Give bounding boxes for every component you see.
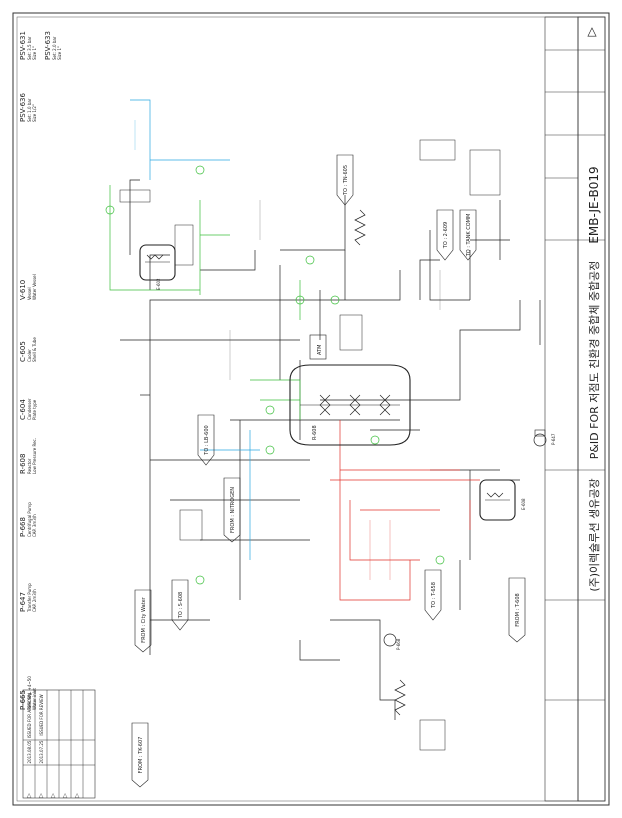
rev-row-2-no: △ — [39, 792, 44, 799]
equip-c605: C-605 Cooler Shell & Tube — [19, 337, 37, 362]
equip-tag: C-605 — [19, 341, 27, 362]
reactor-r608: R-608 — [289, 364, 411, 446]
equip-spec: Low Pressure Rec. — [32, 438, 37, 474]
offpage-tos-label: TO : S-608 — [178, 592, 184, 619]
equip-psv631: PSV-631 Set: 3.5 bar Size 1" — [19, 31, 37, 60]
equip-v610: V-610 Vessel Water Vessel — [19, 274, 37, 300]
pump-p668: P-668 — [383, 633, 401, 650]
equip-tag: P-665 — [19, 690, 27, 710]
equip-spec: CAP. 3m3/h — [32, 514, 37, 537]
offpage-tankcomm-label: TO : TANK COMM — [466, 214, 472, 258]
equip-spec: Centrifugal Pump — [27, 502, 32, 537]
equip-spec: Cooler — [27, 349, 32, 362]
rev-row-1-date: 2013.08.05 — [27, 740, 32, 763]
vessel-atm: ATM — [309, 334, 327, 360]
equip-tag: PSV-631 — [19, 31, 27, 60]
rev-row-5-no: △ — [75, 792, 80, 799]
exchanger-e608-tag: E-608 — [521, 498, 526, 510]
equip-tag: P-647 — [19, 592, 27, 612]
rev-row-3-no: △ — [51, 792, 56, 799]
exchanger-e602-tag: E-602 — [156, 278, 161, 290]
equip-p668: P-668 Centrifugal Pump CAP. 3m3/h — [19, 502, 37, 537]
rev-triangle-top: △ — [587, 24, 597, 38]
offpage-tn: TO : TN-605 — [336, 154, 354, 206]
equip-spec: Plate type — [32, 399, 37, 420]
equip-spec: Size 1" — [32, 46, 37, 60]
outer-border — [12, 12, 610, 806]
offpage-fromtk: FROM : TK-607 — [131, 722, 149, 788]
equip-spec: Shell & Tube — [32, 337, 37, 362]
process-lines — [109, 99, 541, 720]
equip-psv633: PSV-633 Set: 2.0 bar Size 1" — [44, 31, 62, 60]
equip-spec: Vessel — [27, 287, 32, 300]
exchanger-e608: E-608 — [479, 479, 526, 521]
equip-spec: Size 1" — [57, 46, 62, 60]
pump-p647: P-647 — [533, 429, 556, 447]
equip-spec: Set: 1.0 bar — [27, 98, 32, 122]
company-name: (주)이렉슐루션 생유공장 — [588, 478, 601, 591]
equip-p665: P-665 Tank Stg. +4~50 Water inlet — [19, 676, 37, 711]
equip-p647: P-647 Transfer Pump CAP. 2m3/h — [19, 583, 37, 613]
revision-table — [17, 690, 607, 801]
offpage-connectors: TO : TN-605 TO : TANK COMM TO : 2-609 TO… — [131, 154, 526, 788]
offpage-to2: TO : 2-609 — [436, 209, 454, 261]
reactor-tag: R-608 — [312, 425, 318, 440]
offpage-tn-label: TO : TN-605 — [343, 165, 349, 196]
equip-spec: CAP. 2m3/h — [32, 589, 37, 612]
offpage-fromtk-label: FROM : TK-607 — [138, 737, 144, 774]
equip-spec: Tank Stg. +4~50 — [27, 676, 32, 711]
exchanger-e602: E-602 — [139, 244, 176, 290]
offpage-tot-label: TO : T-658 — [431, 582, 437, 609]
offpage-tos: TO : S-608 — [171, 579, 189, 631]
offpage-to2-label: TO : 2-609 — [443, 222, 449, 249]
offpage-tot: TO : T-658 — [424, 569, 442, 621]
equip-spec: Water inlet — [32, 688, 37, 710]
rev-row-1-no: △ — [27, 792, 32, 799]
rev-row-4-no: △ — [63, 792, 68, 799]
atm-label: ATM — [317, 345, 323, 355]
offpage-tankcomm: TO : TANK COMM — [459, 209, 477, 261]
drawing-title: P&ID FOR 저점도 친환경 중합체 중합공정 — [588, 261, 601, 460]
rev-row-1-desc: ISSUED FOR APPROVAL — [27, 691, 32, 738]
equip-c604: C-604 Condenser Plate type — [19, 398, 37, 420]
equip-spec: Transfer Pump — [27, 583, 32, 613]
offpage-fromt-label: FROM : T-608 — [515, 593, 521, 626]
equip-psv636: PSV-636 Set: 1.0 bar Size 1/2" — [19, 93, 37, 122]
pump2-tag: P-668 — [396, 638, 401, 650]
offpage-fromn2-label: FROM : NITROGEN — [230, 487, 236, 533]
offpage-tolb-label: TO : LB-600 — [204, 425, 210, 455]
equipment-list: P-665 Tank Stg. +4~50 Water inlet P-647 … — [19, 31, 62, 711]
equip-tag: P-668 — [19, 517, 27, 537]
drawing-number: EMB-JE-B019 — [587, 166, 601, 243]
equip-spec: Reactor — [27, 458, 32, 474]
equip-spec: Set: 2.0 bar — [52, 36, 57, 60]
equip-spec: Set: 3.5 bar — [27, 36, 32, 60]
line-tags — [134, 120, 441, 580]
equip-spec: Size 1/2" — [32, 104, 37, 122]
offpage-tolb: TO : LB-600 — [197, 414, 215, 466]
revision-list: △ △ △ △ △ 2013.08.05 2013.07.25 ISSUED F… — [22, 689, 96, 799]
offpage-fromcity: FROM : City Water — [134, 589, 152, 653]
pump-tag: P-647 — [551, 433, 556, 445]
equip-tag: C-604 — [19, 399, 27, 420]
equip-spec: Condenser — [27, 398, 32, 420]
offpage-fromt: FROM : T-608 — [508, 577, 526, 643]
equip-tag: V-610 — [19, 280, 27, 300]
offpage-fromn2: FROM : NITROGEN — [223, 477, 241, 543]
offpage-fromcity-label: FROM : City Water — [141, 596, 147, 643]
title-block: △ EMB-JE-B019 P&ID FOR 저점도 친환경 중합체 중합공정 … — [544, 16, 606, 802]
instrument-bubbles — [105, 165, 445, 585]
inner-border — [16, 16, 606, 802]
rev-row-2-desc: ISSUED FOR REVIEW — [39, 694, 44, 735]
equip-spec: Water Vessel — [32, 274, 37, 300]
rev-row-2-date: 2013.07.25 — [39, 740, 44, 763]
equip-r608: R-608 Reactor Low Pressure Rec. — [19, 438, 37, 474]
equip-tag: PSV-636 — [19, 93, 27, 122]
equip-tag: R-608 — [19, 454, 27, 474]
equip-tag: PSV-633 — [44, 31, 52, 60]
instrument-tables — [119, 139, 501, 751]
